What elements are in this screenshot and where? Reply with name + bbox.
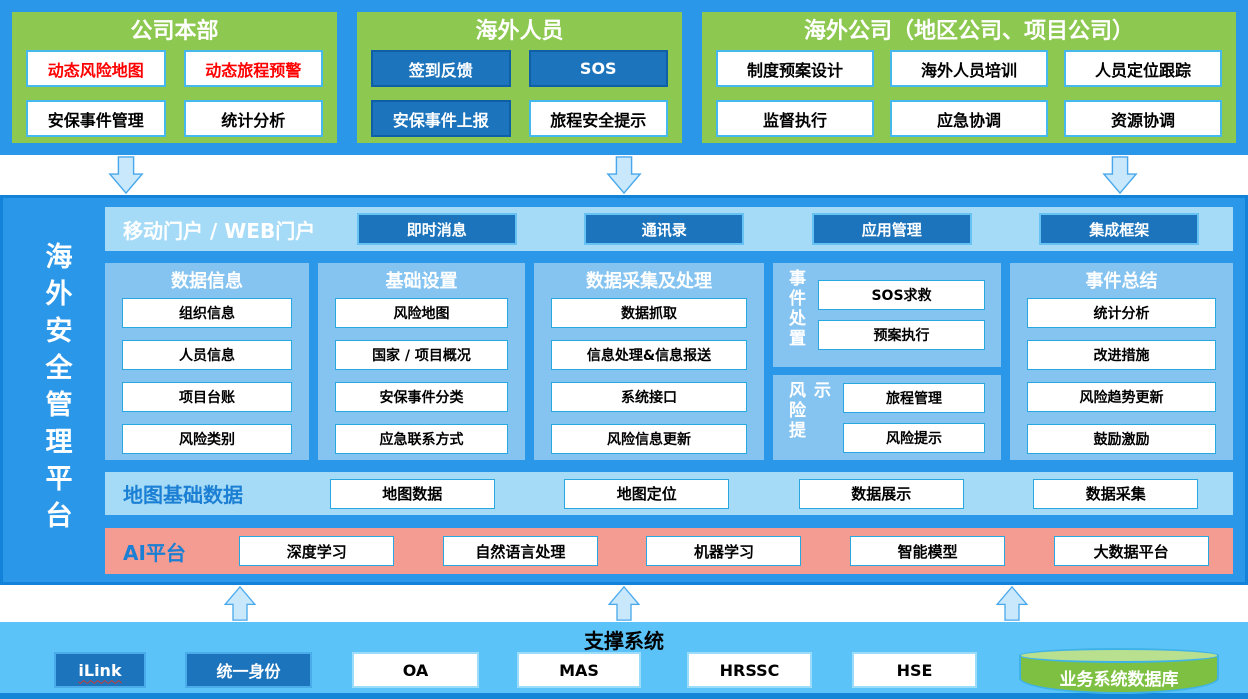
system-box-oa: OA bbox=[352, 652, 479, 688]
map-bar-label: 地图基础数据 bbox=[123, 483, 243, 507]
module-box: 数据展示 bbox=[798, 478, 964, 509]
module-box: 改进措施 bbox=[1027, 340, 1216, 370]
column-data-collection: 数据采集及处理 数据抓取 信息处理&信息报送 系统接口 风险信息更新 bbox=[534, 263, 764, 460]
module-box: 海外人员培训 bbox=[890, 50, 1048, 87]
module-box: 机器学习 bbox=[646, 536, 802, 566]
support-title: 支撑系统 bbox=[584, 629, 664, 653]
down-arrow-icon bbox=[1102, 156, 1138, 194]
panel-overseas-personnel: 海外人员 签到反馈 SOS 安保事件上报 旅程安全提示 bbox=[357, 12, 682, 143]
module-box: 签到反馈 bbox=[371, 50, 511, 87]
module-box: 国家 / 项目概况 bbox=[335, 340, 508, 370]
top-actors-section: 公司本部 动态风险地图 动态旅程预警 安保事件管理 统计分析 海外人员 签到反馈… bbox=[0, 0, 1248, 155]
module-box: 信息处理&信息报送 bbox=[551, 340, 747, 370]
module-box: 动态风险地图 bbox=[26, 50, 166, 87]
system-box-mas: MAS bbox=[517, 652, 641, 688]
database-icon-top bbox=[1019, 648, 1219, 663]
column-incident-summary: 事件总结 统计分析 改进措施 风险趋势更新 鼓励激励 bbox=[1010, 263, 1233, 460]
platform-title: 海外安全管理平台 bbox=[40, 242, 72, 538]
portal-bar: 移动门户 / WEB门户 即时消息 通讯录 应用管理 集成框架 bbox=[105, 207, 1233, 251]
panel-incident-handling: 事件处置 SOS求救 预案执行 bbox=[773, 263, 1001, 367]
module-box: 人员信息 bbox=[122, 340, 292, 370]
panel-title: 风险提示 bbox=[785, 381, 830, 441]
module-box: 智能模型 bbox=[850, 536, 1006, 566]
module-box: 预案执行 bbox=[818, 320, 985, 350]
panel-title: 公司本部 bbox=[130, 19, 219, 44]
up-arrow-icon bbox=[995, 586, 1029, 621]
up-arrow-icon bbox=[607, 586, 641, 621]
database-label: 业务系统数据库 bbox=[1059, 670, 1179, 690]
module-box: 动态旅程预警 bbox=[183, 50, 323, 87]
module-box: 风险信息更新 bbox=[551, 424, 747, 454]
module-box: 安保事件分类 bbox=[335, 382, 508, 412]
module-box: 风险趋势更新 bbox=[1027, 382, 1216, 412]
module-box: 统计分析 bbox=[1027, 298, 1216, 328]
column-basic-settings: 基础设置 风险地图 国家 / 项目概况 安保事件分类 应急联系方式 bbox=[318, 263, 525, 460]
panel-items: 签到反馈 SOS 安保事件上报 旅程安全提示 bbox=[371, 50, 668, 137]
module-box: 旅程管理 bbox=[843, 382, 985, 413]
module-box: 组织信息 bbox=[122, 298, 292, 328]
panel-title: 海外人员 bbox=[475, 19, 564, 44]
module-box: 鼓励激励 bbox=[1027, 424, 1216, 454]
panel-items: 制度预案设计 海外人员培训 人员定位跟踪 监督执行 应急协调 资源协调 bbox=[716, 50, 1222, 137]
up-arrow-strip bbox=[0, 585, 1248, 622]
down-arrow-strip bbox=[0, 155, 1248, 195]
system-box-hrssc: HRSSC bbox=[687, 652, 812, 688]
module-box: 深度学习 bbox=[239, 536, 395, 566]
module-box: 风险地图 bbox=[335, 298, 508, 328]
module-box: 数据采集 bbox=[1033, 478, 1199, 509]
module-box: 大数据平台 bbox=[1053, 536, 1209, 566]
column-title: 基础设置 bbox=[385, 271, 458, 292]
module-box: 制度预案设计 bbox=[716, 50, 874, 87]
module-box: 地图数据 bbox=[329, 478, 495, 509]
column-stacked: 事件处置 SOS求救 预案执行 风险提示 旅程管理 风险提示 bbox=[773, 263, 1001, 460]
module-box: SOS bbox=[528, 50, 668, 87]
module-box: 人员定位跟踪 bbox=[1064, 50, 1222, 87]
module-box: 风险类别 bbox=[122, 424, 292, 454]
down-arrow-icon bbox=[108, 156, 144, 194]
module-box: 集成框架 bbox=[1039, 213, 1200, 245]
module-box: 自然语言处理 bbox=[442, 536, 598, 566]
module-box: 风险提示 bbox=[843, 422, 985, 453]
column-title: 数据信息 bbox=[171, 271, 243, 292]
up-arrow-icon bbox=[223, 586, 257, 621]
system-box-unified-identity: 统一身份 bbox=[185, 652, 312, 688]
platform-section: 海外安全管理平台 移动门户 / WEB门户 即时消息 通讯录 应用管理 集成框架… bbox=[0, 195, 1248, 585]
module-box: 资源协调 bbox=[1064, 100, 1222, 137]
panel-title: 海外公司（地区公司、项目公司） bbox=[803, 19, 1134, 44]
module-box: 地图定位 bbox=[564, 478, 730, 509]
ai-bar-label: AI平台 bbox=[123, 540, 186, 565]
module-box: 应用管理 bbox=[811, 213, 972, 245]
module-box: 安保事件管理 bbox=[26, 100, 166, 137]
system-box-hse: HSE bbox=[852, 652, 977, 688]
business-database-cylinder: 业务系统数据库 bbox=[1019, 648, 1219, 694]
column-title: 数据采集及处理 bbox=[586, 271, 712, 292]
portal-label: 移动门户 / WEB门户 bbox=[123, 218, 316, 243]
module-box: 项目台账 bbox=[122, 382, 292, 412]
module-box: 通讯录 bbox=[584, 213, 745, 245]
panel-risk-alert: 风险提示 旅程管理 风险提示 bbox=[773, 375, 1001, 460]
column-data-info: 数据信息 组织信息 人员信息 项目台账 风险类别 bbox=[105, 263, 309, 460]
system-box-ilink: iLink bbox=[54, 652, 146, 688]
panel-title: 事件处置 bbox=[785, 269, 805, 349]
module-box: 统计分析 bbox=[183, 100, 323, 137]
panel-company-hq: 公司本部 动态风险地图 动态旅程预警 安保事件管理 统计分析 bbox=[12, 12, 337, 143]
module-box: SOS求救 bbox=[818, 280, 985, 310]
module-box: 应急协调 bbox=[890, 100, 1048, 137]
module-columns: 数据信息 组织信息 人员信息 项目台账 风险类别 基础设置 风险地图 国家 / … bbox=[105, 263, 1233, 460]
module-box: 数据抓取 bbox=[551, 298, 747, 328]
module-box: 应急联系方式 bbox=[335, 424, 508, 454]
map-data-bar: 地图基础数据 地图数据 地图定位 数据展示 数据采集 bbox=[105, 472, 1233, 515]
down-arrow-icon bbox=[606, 156, 642, 194]
module-box: 监督执行 bbox=[716, 100, 874, 137]
column-title: 事件总结 bbox=[1085, 271, 1158, 292]
support-systems-section: 支撑系统 iLink 统一身份 OA MAS HRSSC HSE 业务系统数据库 bbox=[0, 622, 1248, 699]
panel-overseas-companies: 海外公司（地区公司、项目公司） 制度预案设计 海外人员培训 人员定位跟踪 监督执… bbox=[702, 12, 1236, 143]
module-box: 系统接口 bbox=[551, 382, 747, 412]
module-box: 旅程安全提示 bbox=[528, 100, 668, 137]
module-box: 即时消息 bbox=[356, 213, 517, 245]
module-box: 安保事件上报 bbox=[371, 100, 511, 137]
platform-content: 移动门户 / WEB门户 即时消息 通讯录 应用管理 集成框架 数据信息 组织信… bbox=[105, 207, 1233, 574]
ai-platform-bar: AI平台 深度学习 自然语言处理 机器学习 智能模型 大数据平台 bbox=[105, 528, 1233, 574]
panel-items: 动态风险地图 动态旅程预警 安保事件管理 统计分析 bbox=[26, 50, 323, 137]
